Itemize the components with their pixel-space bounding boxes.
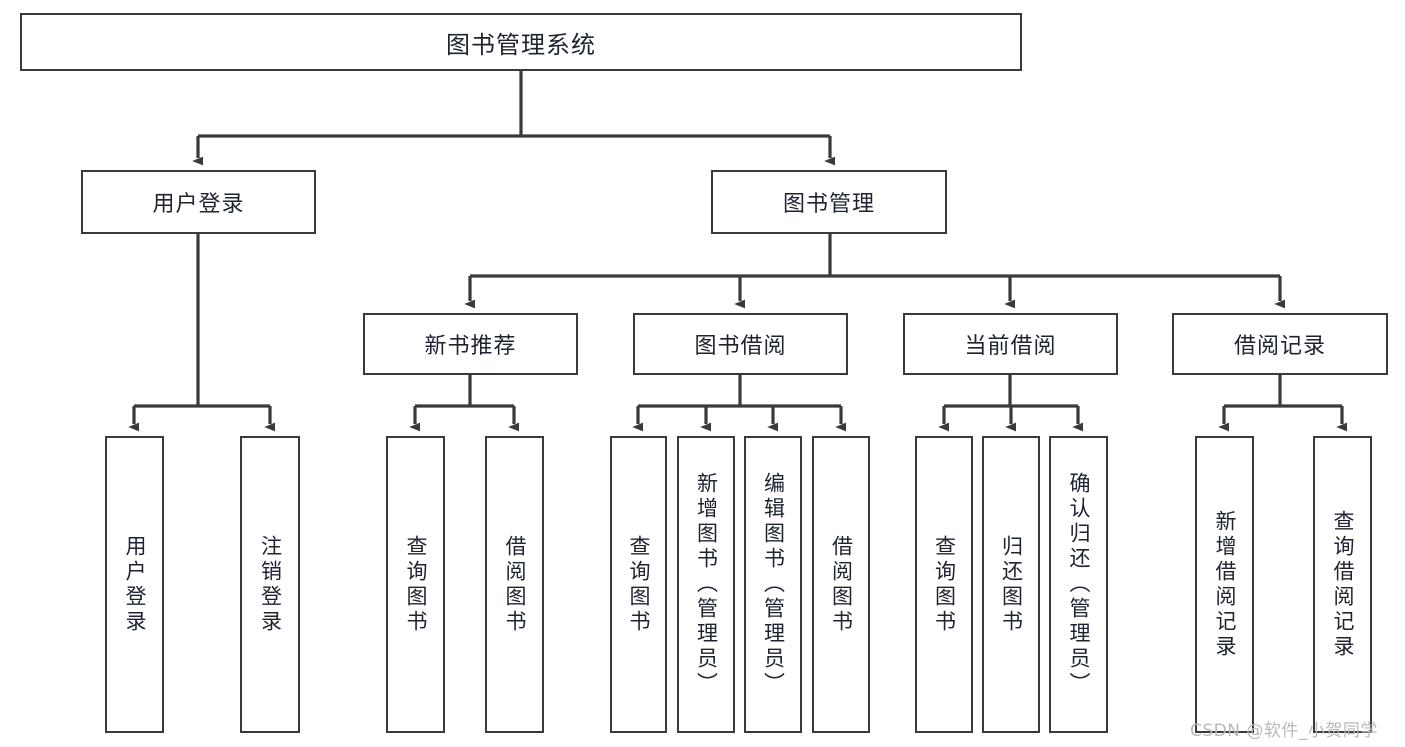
node-root-label: 图书管理系统 xyxy=(446,30,596,59)
node-book-manage-label: 图书管理 xyxy=(782,192,875,217)
leaf-query-book-current-label: 查询图书 xyxy=(932,534,957,635)
leaf-return-book[interactable]: 归还图书 xyxy=(982,436,1040,733)
leaf-user-login-label: 用户登录 xyxy=(123,534,147,635)
leaf-user-logout-label: 注销登录 xyxy=(258,534,283,635)
leaf-borrow-book[interactable]: 借阅图书 xyxy=(812,436,870,733)
leaf-user-logout[interactable]: 注销登录 xyxy=(240,436,300,733)
leaf-return-book-label: 归还图书 xyxy=(999,534,1024,635)
node-user-login[interactable]: 用户登录 xyxy=(81,170,316,234)
leaf-confirm-return[interactable]: 确认归还（管理员） xyxy=(1049,436,1108,733)
leaf-add-borrow-record-label: 新增借阅记录 xyxy=(1213,509,1237,660)
node-root[interactable]: 图书管理系统 xyxy=(20,13,1022,71)
node-book-borrow-label: 图书借阅 xyxy=(694,334,787,359)
leaf-borrow-book-label: 借阅图书 xyxy=(829,534,854,635)
node-borrow-record[interactable]: 借阅记录 xyxy=(1172,313,1388,375)
leaf-confirm-return-label: 确认归还（管理员） xyxy=(1067,472,1091,697)
leaf-query-book-borrow-label: 查询图书 xyxy=(627,534,651,635)
leaf-borrow-book-recommend-label: 借阅图书 xyxy=(503,534,527,635)
leaf-add-book[interactable]: 新增图书（管理员） xyxy=(677,436,735,733)
leaf-add-borrow-record[interactable]: 新增借阅记录 xyxy=(1195,436,1254,733)
leaf-user-login[interactable]: 用户登录 xyxy=(105,436,164,733)
node-current-borrow[interactable]: 当前借阅 xyxy=(903,313,1118,375)
node-borrow-record-label: 借阅记录 xyxy=(1233,334,1326,359)
leaf-edit-book-label: 编辑图书（管理员） xyxy=(761,472,786,697)
node-user-login-label: 用户登录 xyxy=(152,192,245,217)
leaf-query-book-borrow[interactable]: 查询图书 xyxy=(610,436,667,733)
node-new-book-recommend[interactable]: 新书推荐 xyxy=(363,313,578,375)
node-book-manage[interactable]: 图书管理 xyxy=(711,170,947,234)
node-current-borrow-label: 当前借阅 xyxy=(964,334,1057,359)
leaf-query-book-recommend[interactable]: 查询图书 xyxy=(386,436,445,733)
leaf-query-book-current[interactable]: 查询图书 xyxy=(915,436,973,733)
leaf-query-borrow-record[interactable]: 查询借阅记录 xyxy=(1313,436,1372,733)
node-new-book-recommend-label: 新书推荐 xyxy=(424,334,517,359)
leaf-query-book-recommend-label: 查询图书 xyxy=(404,534,428,635)
leaf-edit-book[interactable]: 编辑图书（管理员） xyxy=(744,436,802,733)
leaf-add-book-label: 新增图书（管理员） xyxy=(694,472,719,697)
node-book-borrow[interactable]: 图书借阅 xyxy=(633,313,848,375)
leaf-borrow-book-recommend[interactable]: 借阅图书 xyxy=(485,436,544,733)
csdn-watermark: CSDN @软件_小贺同学 xyxy=(1190,721,1378,741)
leaf-query-borrow-record-label: 查询借阅记录 xyxy=(1331,509,1355,660)
